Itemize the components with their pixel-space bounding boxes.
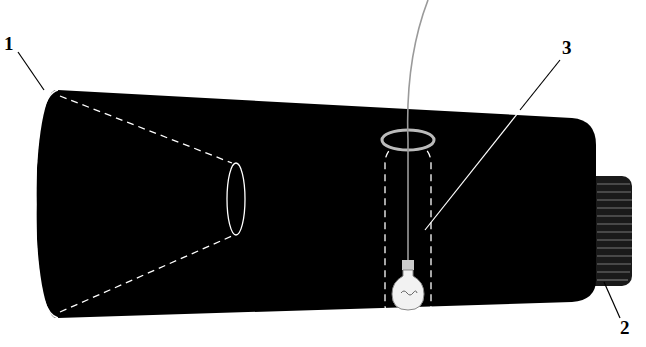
callout-number: 3: [562, 38, 572, 57]
leader-line: [604, 282, 620, 318]
cone-aperture: [227, 163, 245, 235]
cone-outline: [60, 96, 232, 312]
bulb-filament: [401, 291, 417, 295]
groove: [597, 263, 631, 264]
groove: [597, 191, 631, 192]
groove: [597, 223, 632, 224]
leader-lines: [18, 52, 620, 318]
callout-number: 1: [4, 34, 14, 53]
callout-number: 2: [620, 318, 630, 337]
groove: [597, 247, 632, 248]
groove: [597, 255, 632, 256]
groove: [597, 207, 632, 208]
groove: [597, 231, 632, 232]
groove: [597, 199, 632, 200]
groove: [597, 183, 630, 184]
bulb-glass: [392, 270, 424, 310]
cone-edge: [60, 236, 232, 312]
lamp-wire: [408, 0, 428, 262]
leader-line: [520, 60, 560, 110]
groove: [597, 215, 632, 216]
bulb-base: [402, 260, 414, 270]
groove: [597, 279, 628, 280]
light-bulb: [392, 260, 424, 310]
groove: [597, 271, 630, 272]
leader-line: [18, 52, 44, 90]
cylinder-body: [58, 90, 596, 318]
groove: [597, 239, 632, 240]
open-end-rim: [36, 90, 58, 318]
cylinder-end: [36, 90, 76, 318]
leader-line: [425, 60, 560, 230]
knob-grooves: [597, 184, 632, 280]
cone-edge: [60, 96, 232, 163]
